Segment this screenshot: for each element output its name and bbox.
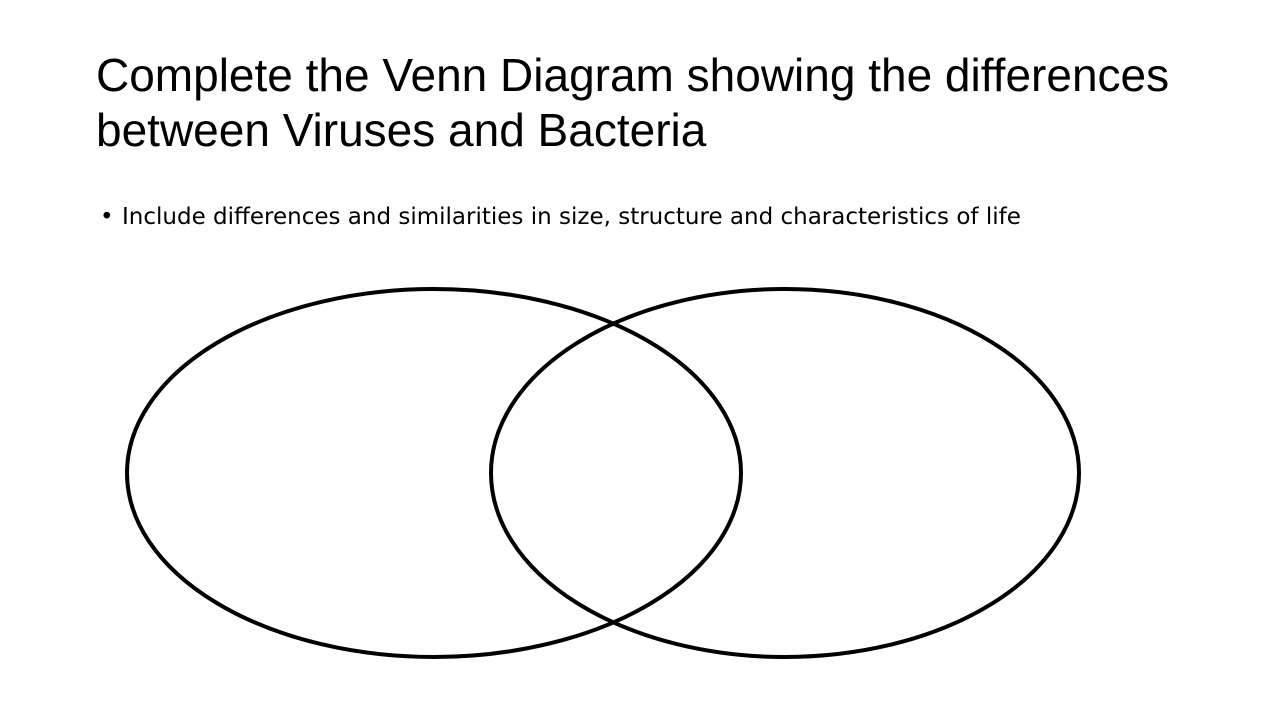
bullet-item: • Include differences and similarities i…: [100, 200, 1100, 235]
bullet-text: Include differences and similarities in …: [122, 204, 1021, 230]
bullet-dot-icon: •: [100, 204, 114, 230]
venn-circle-right: [489, 287, 1081, 659]
slide-title: Complete the Venn Diagram showing the di…: [96, 49, 1170, 156]
venn-circle-left: [125, 287, 743, 659]
bullet-list: • Include differences and similarities i…: [100, 200, 1100, 235]
